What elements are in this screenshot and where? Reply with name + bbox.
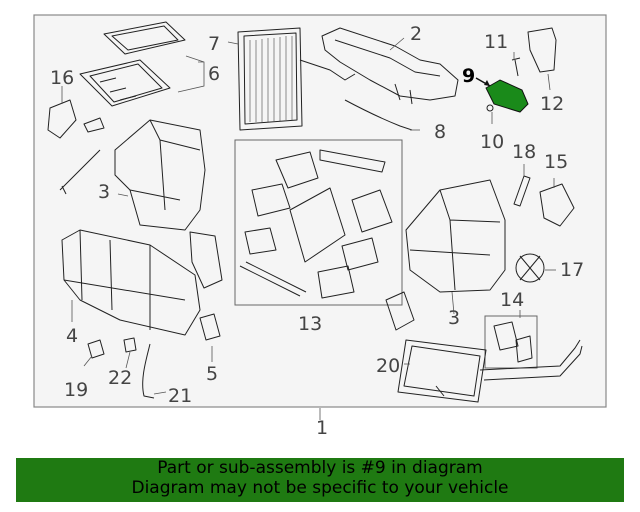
callout-9-highlighted: 9 [462,65,475,87]
part-12-bracket [527,27,557,73]
part-3-housing-left [59,119,206,231]
parts-diagram: 2 3 3 3 4 5 6 7 8 10 11 12 13 14 15 16 1… [33,14,607,439]
part-10-clip [486,104,494,112]
callout-18: 18 [512,141,536,163]
callout-17: 17 [560,259,584,281]
banner-line-part: Part or sub-assembly is #9 in diagram [157,458,483,478]
callout-11: 11 [484,31,508,53]
part-18-sensor [513,175,531,207]
part-duct-small [385,291,415,331]
part-14-contents [493,321,533,363]
callout-2: 2 [410,23,422,45]
callout-12: 12 [540,93,564,115]
part-7-evaporator [237,27,356,131]
part-22-clip [123,337,137,353]
callout-16: 16 [50,67,74,89]
part-11-screw [511,57,521,77]
part-9-highlighted [475,77,529,113]
callout-6: 6 [208,63,220,85]
sub-assembly-14-frame [484,315,538,369]
callout-21: 21 [168,385,192,407]
callout-8: 8 [434,121,446,143]
part-4-housing-lower [61,229,223,336]
part-8-cable [344,99,413,131]
callout-5: 5 [206,363,218,385]
part-13-contents [239,149,393,299]
callout-3-b: 3 [448,307,460,329]
callout-7: 7 [208,33,220,55]
callout-15: 15 [544,151,568,173]
callout-20: 20 [376,355,400,377]
part-21-hose [142,343,155,399]
callout-4: 4 [66,325,78,347]
info-banner: Part or sub-assembly is #9 in diagram Di… [16,458,624,502]
part-15-blower [539,183,575,227]
callout-3-a: 3 [98,181,110,203]
assembly-label-1: 1 [316,417,328,439]
banner-line-disclaimer: Diagram may not be specific to your vehi… [131,478,509,498]
part-16-bracket [47,99,105,139]
part-5-piece [199,313,221,341]
callout-14: 14 [500,289,524,311]
callout-10: 10 [480,131,504,153]
callout-19: 19 [64,379,88,401]
part-20-heater-core [397,339,583,403]
part-6-filters [79,21,186,107]
callout-22: 22 [108,367,132,389]
sub-assembly-13-frame [234,139,403,306]
part-19-actuator [87,339,105,359]
part-3-housing-right [405,179,506,293]
callout-13: 13 [298,313,322,335]
part-17-motor [515,253,545,283]
